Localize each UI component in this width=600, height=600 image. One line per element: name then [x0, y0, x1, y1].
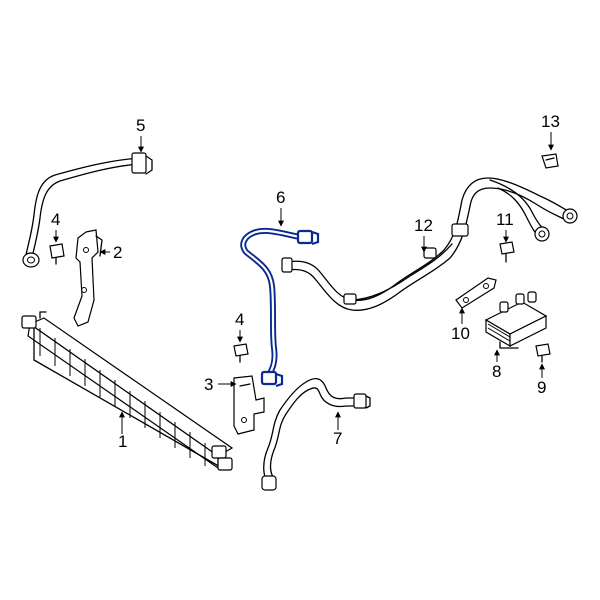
- part-5-hose[interactable]: [22, 152, 153, 268]
- callout-2: 2: [113, 243, 122, 262]
- callout-9: 9: [537, 378, 546, 397]
- part-2-bracket[interactable]: [73, 229, 103, 327]
- callout-8: 8: [492, 362, 501, 381]
- callout-7: 7: [333, 429, 342, 448]
- callout-4-left: 4: [51, 210, 60, 229]
- callout-5: 5: [136, 116, 145, 135]
- part-6-hose-highlighted[interactable]: [240, 227, 320, 388]
- part-7-hose[interactable]: [261, 377, 371, 491]
- callout-12: 12: [414, 216, 433, 235]
- callout-13: 13: [541, 112, 560, 131]
- part-11-pin[interactable]: [499, 241, 515, 263]
- part-10-bracket[interactable]: [455, 277, 497, 309]
- part-4-clip-left[interactable]: [49, 243, 65, 265]
- part-8-oil-cooler[interactable]: [484, 291, 548, 349]
- callout-6: 6: [276, 188, 285, 207]
- part-1-cooler[interactable]: [21, 311, 234, 471]
- part-13-clip[interactable]: [541, 153, 559, 169]
- part-4-clip-middle[interactable]: [233, 343, 249, 363]
- callout-4-middle: 4: [235, 310, 244, 329]
- callout-3: 3: [204, 375, 213, 394]
- callout-10: 10: [451, 324, 470, 343]
- part-3-bracket[interactable]: [233, 375, 265, 435]
- callout-11: 11: [496, 210, 514, 229]
- cooler-fins: [39, 328, 206, 466]
- leader-lines: [53, 132, 554, 434]
- part-12-hose-assembly[interactable]: [281, 177, 578, 311]
- part-9-fastener[interactable]: [535, 343, 551, 363]
- callout-labels: 1 2 3 4 4 5 6 7 8 9 10 11 12 13: [51, 112, 560, 451]
- callout-1: 1: [118, 432, 127, 451]
